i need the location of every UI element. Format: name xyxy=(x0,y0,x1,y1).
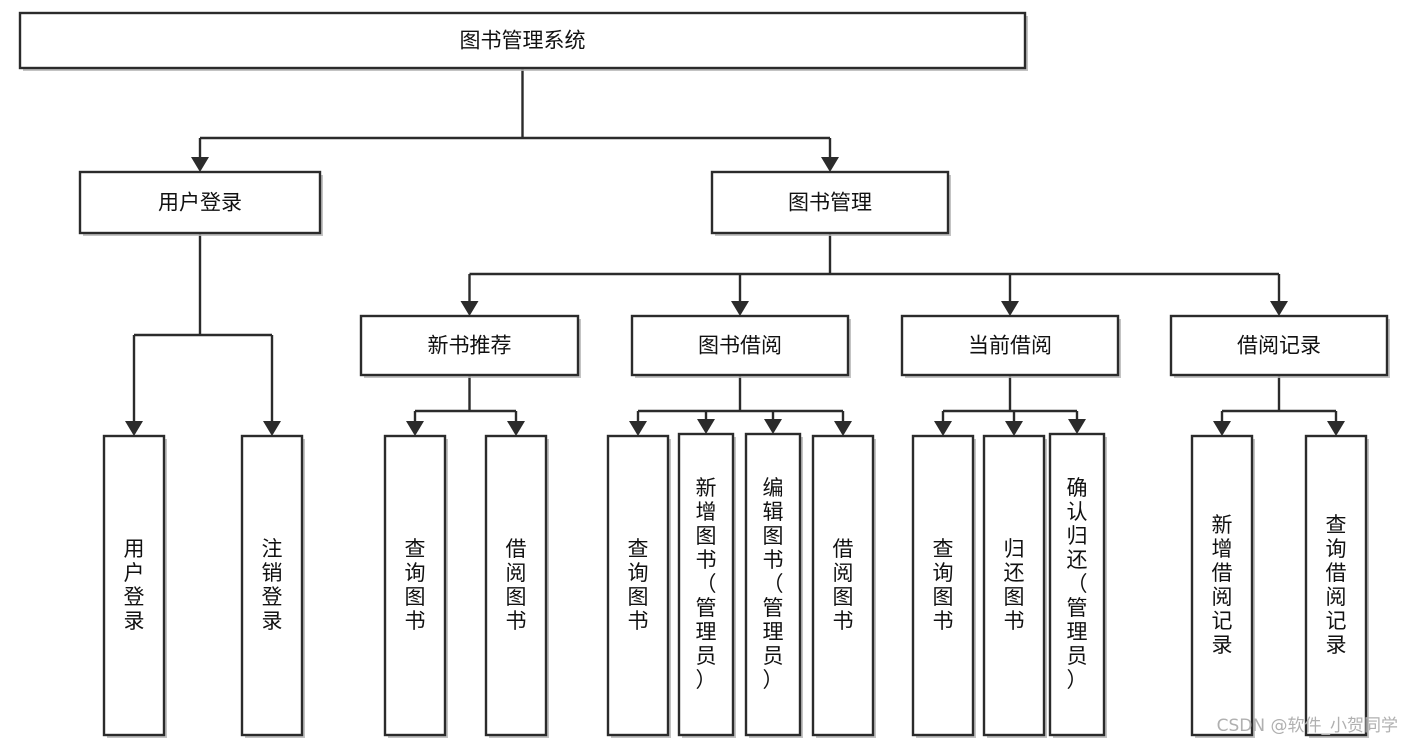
arrow-head-icon xyxy=(629,421,647,436)
node-label-vertical: 编辑图书（管理员） xyxy=(763,476,784,692)
node-label-vertical: 归还图书 xyxy=(1004,537,1025,633)
watermark-layer: CSDN @软件_小贺同学 xyxy=(1217,716,1398,736)
node-root-图书管理系统[interactable]: 图书管理系统 xyxy=(18,11,1028,71)
node-label-vertical: 注销登录 xyxy=(262,537,283,633)
node-leaf-确认归还管理员[interactable]: 确认归还（管理员） xyxy=(1048,432,1107,738)
node-rect[interactable] xyxy=(911,434,975,737)
arrow-head-icon xyxy=(1005,421,1023,436)
arrow-head-icon xyxy=(1213,421,1231,436)
node-label-vertical: 查询图书 xyxy=(933,537,954,633)
node-rect[interactable] xyxy=(18,11,1027,70)
arrow-head-icon xyxy=(125,421,143,436)
node-level2-借阅记录[interactable]: 借阅记录 xyxy=(1169,314,1390,378)
node-label: 新书推荐 xyxy=(428,334,512,358)
arrow-head-icon xyxy=(1327,421,1345,436)
node-label: 图书管理系统 xyxy=(460,29,586,53)
arrow-head-icon xyxy=(507,421,525,436)
node-rect[interactable] xyxy=(359,314,580,377)
node-rect[interactable] xyxy=(982,434,1046,737)
arrow-head-icon xyxy=(460,301,479,316)
node-label-vertical: 借阅图书 xyxy=(506,537,527,633)
node-leaf-查询图书[interactable]: 查询图书 xyxy=(606,434,671,738)
node-label-vertical: 新增图书（管理员） xyxy=(696,476,717,692)
connector-layer xyxy=(125,68,1345,436)
node-label: 用户登录 xyxy=(158,191,242,215)
node-rect[interactable] xyxy=(744,432,802,737)
node-label-vertical: 用户登录 xyxy=(124,537,145,633)
arrow-head-icon xyxy=(834,421,852,436)
node-level2-新书推荐[interactable]: 新书推荐 xyxy=(359,314,581,378)
node-level1-图书管理[interactable]: 图书管理 xyxy=(710,170,951,236)
node-label-vertical: 确认归还（管理员） xyxy=(1067,476,1088,692)
node-label: 借阅记录 xyxy=(1237,334,1321,358)
node-rect[interactable] xyxy=(78,170,322,235)
node-rect[interactable] xyxy=(1190,434,1254,737)
node-rect[interactable] xyxy=(630,314,850,377)
node-rect[interactable] xyxy=(1048,432,1106,737)
node-label: 图书借阅 xyxy=(698,334,782,358)
node-rect[interactable] xyxy=(677,432,735,737)
arrow-head-icon xyxy=(1068,419,1086,434)
node-rect[interactable] xyxy=(900,314,1120,377)
node-leaf-新增借阅记录[interactable]: 新增借阅记录 xyxy=(1190,434,1255,738)
node-level2-图书借阅[interactable]: 图书借阅 xyxy=(630,314,851,378)
node-leaf-查询图书[interactable]: 查询图书 xyxy=(383,434,448,738)
node-rect[interactable] xyxy=(383,434,447,737)
node-label-vertical: 查询图书 xyxy=(405,537,426,633)
node-level1-用户登录[interactable]: 用户登录 xyxy=(78,170,323,236)
arrow-head-icon xyxy=(1001,301,1019,316)
node-label-vertical: 新增借阅记录 xyxy=(1212,513,1233,657)
node-layer: 图书管理系统用户登录图书管理新书推荐图书借阅当前借阅借阅记录用户登录注销登录查询… xyxy=(18,11,1390,738)
node-leaf-归还图书[interactable]: 归还图书 xyxy=(982,434,1047,738)
arrow-head-icon xyxy=(731,301,749,316)
node-rect[interactable] xyxy=(1169,314,1389,377)
arrow-head-icon xyxy=(764,419,782,434)
node-label: 当前借阅 xyxy=(968,334,1052,358)
csdn-watermark: CSDN @软件_小贺同学 xyxy=(1217,716,1398,736)
node-leaf-注销登录[interactable]: 注销登录 xyxy=(240,434,305,738)
node-leaf-新增图书管理员[interactable]: 新增图书（管理员） xyxy=(677,432,736,738)
arrow-head-icon xyxy=(697,419,715,434)
node-level2-当前借阅[interactable]: 当前借阅 xyxy=(900,314,1121,378)
node-rect[interactable] xyxy=(240,434,304,737)
arrow-head-icon xyxy=(263,421,281,436)
node-leaf-用户登录[interactable]: 用户登录 xyxy=(102,434,167,738)
node-label-vertical: 借阅图书 xyxy=(833,537,854,633)
arrow-head-icon xyxy=(821,157,839,172)
node-leaf-借阅图书[interactable]: 借阅图书 xyxy=(484,434,549,738)
arrow-head-icon xyxy=(934,421,952,436)
node-rect[interactable] xyxy=(606,434,670,737)
node-leaf-借阅图书[interactable]: 借阅图书 xyxy=(811,434,876,738)
arrow-head-icon xyxy=(406,421,424,436)
node-leaf-编辑图书管理员[interactable]: 编辑图书（管理员） xyxy=(744,432,803,738)
node-rect[interactable] xyxy=(484,434,548,737)
node-leaf-查询借阅记录[interactable]: 查询借阅记录 xyxy=(1304,434,1369,738)
node-rect[interactable] xyxy=(1304,434,1368,737)
node-leaf-查询图书[interactable]: 查询图书 xyxy=(911,434,976,738)
arrow-head-icon xyxy=(1270,301,1288,316)
node-label-vertical: 查询图书 xyxy=(628,537,649,633)
node-label-vertical: 查询借阅记录 xyxy=(1326,513,1347,657)
arrow-head-icon xyxy=(191,157,209,172)
node-rect[interactable] xyxy=(710,170,950,235)
node-rect[interactable] xyxy=(811,434,875,737)
node-label: 图书管理 xyxy=(788,191,872,215)
node-rect[interactable] xyxy=(102,434,166,737)
